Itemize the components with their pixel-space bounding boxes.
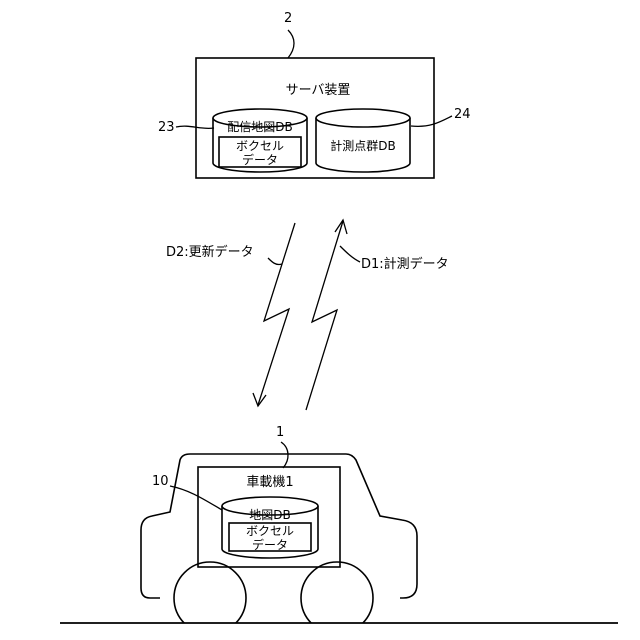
measurement-data-label: D1:計測データ bbox=[361, 256, 449, 272]
voxel-data-line2-vehicle: データ bbox=[252, 537, 288, 552]
voxel-data-line1-vehicle: ボクセル bbox=[246, 524, 294, 538]
voxel-data-line2-server: データ bbox=[242, 152, 278, 167]
update-data-label: D2:更新データ bbox=[166, 244, 254, 260]
measurement-data-leader bbox=[340, 246, 360, 262]
distribution-map-db-leader bbox=[176, 126, 214, 128]
measurement-point-cloud-db-label: 計測点群DB bbox=[330, 138, 395, 153]
server-leader-line bbox=[288, 30, 294, 58]
map-db-leader bbox=[170, 486, 222, 510]
voxel-data-line1-server: ボクセル bbox=[236, 139, 284, 153]
map-db-label: 地図DB bbox=[249, 508, 290, 522]
distribution-map-db-label: 配信地図DB bbox=[227, 120, 292, 134]
map-db-ref: 10 bbox=[152, 474, 169, 489]
update-data-arrow bbox=[258, 223, 295, 405]
onboard-device-label: 車載機1 bbox=[246, 475, 293, 490]
measurement-point-cloud-db-leader bbox=[411, 116, 452, 126]
server-ref-number: 2 bbox=[284, 11, 292, 26]
vehicle-ref-number: 1 bbox=[276, 425, 284, 440]
update-data-leader bbox=[268, 258, 282, 265]
ground-mask bbox=[0, 623, 640, 640]
vehicle-leader-line bbox=[281, 442, 288, 468]
distribution-map-db-ref: 23 bbox=[158, 120, 175, 135]
measurement-data-arrow bbox=[306, 221, 343, 410]
server-label: サーバ装置 bbox=[286, 83, 351, 98]
measurement-point-cloud-db-ref: 24 bbox=[454, 107, 471, 122]
